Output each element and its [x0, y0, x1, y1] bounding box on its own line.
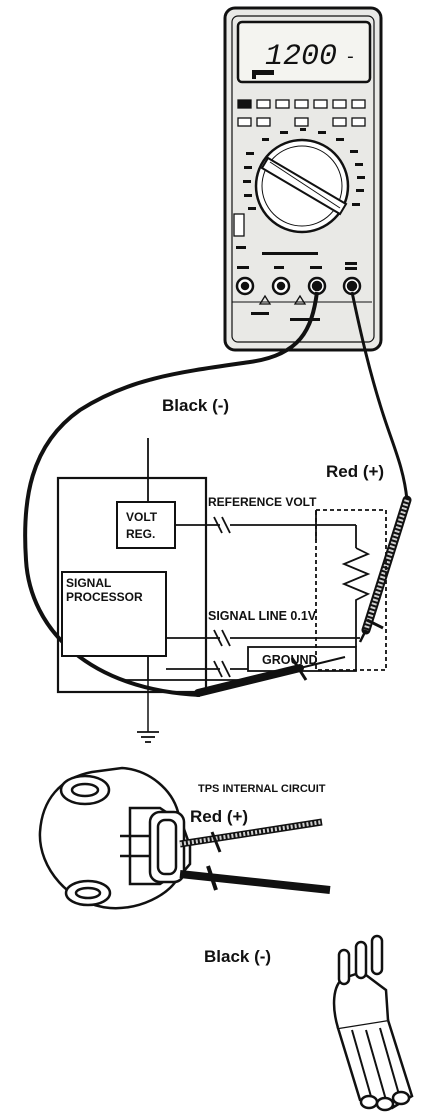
red-probe [360, 500, 407, 642]
lcd-suffix: - [345, 48, 356, 68]
label-volt-reg-1: VOLT [126, 510, 158, 524]
label-volt-reg-2: REG. [126, 527, 155, 541]
tps-sensor [40, 768, 190, 908]
rotary-selector[interactable] [256, 140, 348, 232]
multimeter: 1200 - [225, 8, 381, 350]
label-ground: GROUND [262, 653, 318, 667]
label-signal-line: SIGNAL LINE 0.1V [208, 609, 317, 623]
label-signal-processor-2: PROCESSOR [66, 590, 143, 604]
label-red-top: Red (+) [326, 462, 384, 481]
label-black-bottom: Black (-) [204, 947, 271, 966]
lcd-reading: 1200 [265, 40, 337, 74]
ground-symbol-icon [137, 732, 159, 742]
connector-plug [334, 936, 412, 1110]
tps-probe-leads [180, 822, 330, 890]
label-red-bottom: Red (+) [190, 807, 248, 826]
volt-regulator-box [117, 502, 175, 548]
label-signal-processor-1: SIGNAL [66, 576, 111, 590]
label-reference-volt: REFERENCE VOLT [208, 495, 317, 509]
tps-potentiometer [344, 548, 368, 618]
label-tps-internal: TPS INTERNAL CIRCUIT [198, 783, 326, 795]
label-black-top: Black (-) [162, 396, 229, 415]
